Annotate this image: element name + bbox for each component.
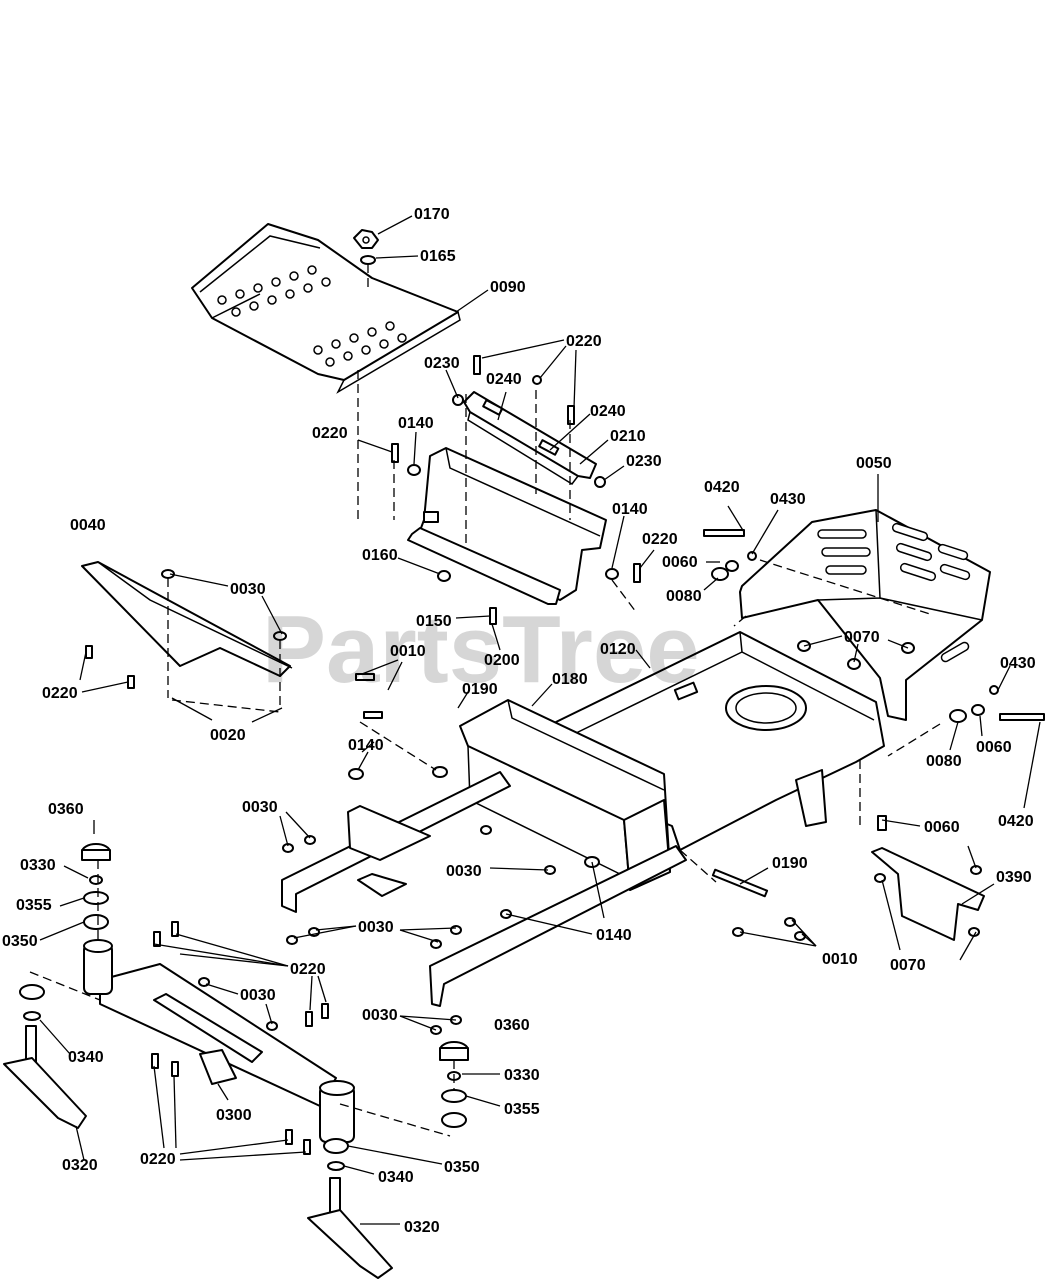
- callout-label[interactable]: 0430: [770, 491, 806, 508]
- bracket-upper: [463, 391, 597, 485]
- callout-label[interactable]: 0070: [890, 957, 926, 974]
- callout-label[interactable]: 0160: [362, 547, 398, 564]
- center-panel: [407, 447, 607, 605]
- callout-label[interactable]: 0030: [242, 799, 278, 816]
- caster-fork-right: [307, 1177, 393, 1279]
- callout-label[interactable]: 0360: [494, 1017, 530, 1034]
- leader-lines: [29, 215, 1041, 1225]
- callout-label[interactable]: 0330: [20, 857, 56, 874]
- callout-label[interactable]: 0010: [822, 951, 858, 968]
- callout-label[interactable]: 0170: [414, 206, 450, 223]
- callout-label[interactable]: 0230: [626, 453, 662, 470]
- callout-label[interactable]: 0210: [610, 428, 646, 445]
- callout-label[interactable]: 0180: [552, 671, 588, 688]
- footrest-plate: [191, 223, 461, 394]
- callout-label[interactable]: 0355: [504, 1101, 540, 1118]
- callout-label[interactable]: 0040: [70, 517, 106, 534]
- callout-label[interactable]: 0230: [424, 355, 460, 372]
- callout-label[interactable]: 0355: [16, 897, 52, 914]
- callout-label[interactable]: 0340: [68, 1049, 104, 1066]
- callout-label[interactable]: 0390: [996, 869, 1032, 886]
- callout-label[interactable]: 0190: [772, 855, 808, 872]
- callout-label[interactable]: 0050: [856, 455, 892, 472]
- callout-label[interactable]: 0350: [2, 933, 38, 950]
- callout-label[interactable]: 0060: [662, 554, 698, 571]
- callout-label[interactable]: 0030: [362, 1007, 398, 1024]
- callout-label[interactable]: 0150: [416, 613, 452, 630]
- callout-label[interactable]: 0070: [844, 629, 880, 646]
- callout-label[interactable]: 0320: [404, 1219, 440, 1236]
- callout-label[interactable]: 0080: [926, 753, 962, 770]
- callout-label[interactable]: 0300: [216, 1107, 252, 1124]
- right-rail: [429, 845, 687, 1007]
- callout-label[interactable]: 0220: [290, 961, 326, 978]
- side-panel-left: [81, 561, 293, 677]
- caster-fork-left: [3, 1025, 87, 1129]
- callout-label[interactable]: 0340: [378, 1169, 414, 1186]
- callout-label[interactable]: 0220: [566, 333, 602, 350]
- callout-label[interactable]: 0330: [504, 1067, 540, 1084]
- front-axle: [83, 939, 355, 1143]
- callout-label[interactable]: 0140: [398, 415, 434, 432]
- callout-label[interactable]: 0240: [590, 403, 626, 420]
- callout-label[interactable]: 0220: [312, 425, 348, 442]
- rear-shield-slots: [817, 522, 971, 663]
- callout-label[interactable]: 0060: [924, 819, 960, 836]
- callout-label[interactable]: 0090: [490, 279, 526, 296]
- callout-label[interactable]: 0080: [666, 588, 702, 605]
- watermark-text: PartsTree: [262, 596, 700, 703]
- callout-label[interactable]: 0190: [462, 681, 498, 698]
- callout-label[interactable]: 0140: [348, 737, 384, 754]
- callout-label[interactable]: 0220: [642, 531, 678, 548]
- callout-label[interactable]: 0420: [998, 813, 1034, 830]
- callout-label[interactable]: 0030: [240, 987, 276, 1004]
- callout-label[interactable]: 0120: [600, 641, 636, 658]
- footrest-holes: [217, 265, 407, 367]
- callout-label[interactable]: 0010: [390, 643, 426, 660]
- callout-label[interactable]: 0140: [612, 501, 648, 518]
- callout-label[interactable]: 0240: [486, 371, 522, 388]
- callout-label[interactable]: 0420: [704, 479, 740, 496]
- callout-label[interactable]: 0220: [42, 685, 78, 702]
- callout-label[interactable]: 0020: [210, 727, 246, 744]
- callout-label[interactable]: 0350: [444, 1159, 480, 1176]
- knob: [353, 229, 379, 290]
- callout-label[interactable]: 0030: [230, 581, 266, 598]
- rear-shield: [739, 509, 991, 721]
- callout-label[interactable]: 0360: [48, 801, 84, 818]
- callout-label[interactable]: 0165: [420, 248, 456, 265]
- spacers: [19, 843, 469, 1171]
- rear-bracket: [871, 847, 985, 941]
- hardware: [85, 355, 1045, 1155]
- callout-label[interactable]: 0030: [446, 863, 482, 880]
- callout-label[interactable]: 0430: [1000, 655, 1036, 672]
- left-rail: [281, 771, 511, 913]
- callout-label[interactable]: 0220: [140, 1151, 176, 1168]
- callout-label[interactable]: 0320: [62, 1157, 98, 1174]
- callout-label[interactable]: 0030: [358, 919, 394, 936]
- callout-labels: 0170 0165 0090 0220 0230 0240 0240 0210 …: [2, 206, 1036, 1236]
- callout-label[interactable]: 0140: [596, 927, 632, 944]
- callout-label[interactable]: 0060: [976, 739, 1012, 756]
- callout-label[interactable]: 0200: [484, 652, 520, 669]
